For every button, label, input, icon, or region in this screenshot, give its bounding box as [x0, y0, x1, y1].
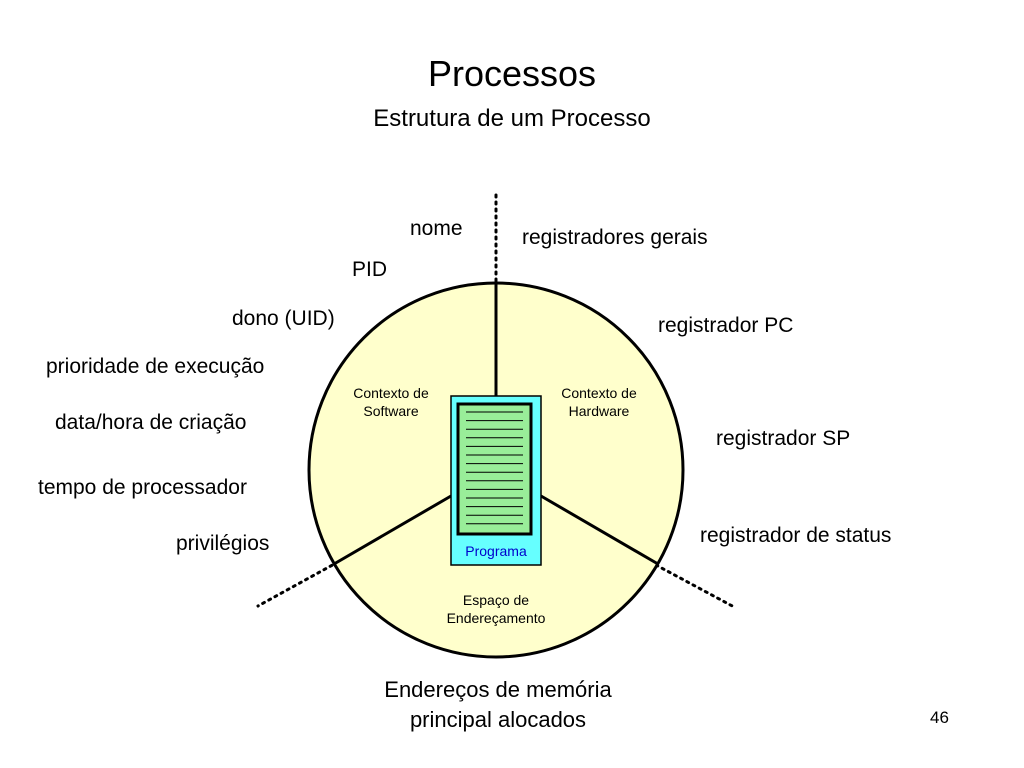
- divider-left: [333, 494, 452, 566]
- attr-registradores-gerais: registradores gerais: [522, 226, 708, 249]
- dotted-separator-left: [256, 560, 340, 608]
- slide-title: Processos: [427, 53, 597, 94]
- dotted-separator-right: [654, 563, 738, 610]
- slide-subtitle: Estrutura de um Processo: [373, 105, 651, 132]
- address-space-attributes: Endereços de memória principal alocados: [384, 677, 612, 732]
- sector-address-space-label: Espaço de Endereçamento: [446, 592, 546, 626]
- attr-prioridade: prioridade de execução: [46, 355, 265, 378]
- attr-registrador-pc: registrador PC: [658, 314, 794, 337]
- program-code-lines: [466, 411, 523, 525]
- divider-right: [540, 494, 659, 566]
- attr-registrador-status: registrador de status: [700, 524, 892, 547]
- attr-nome: nome: [410, 217, 463, 240]
- attr-dono-uid: dono (UID): [232, 307, 335, 330]
- attr-pid: PID: [352, 258, 388, 281]
- program-label: Programa: [465, 543, 527, 559]
- attr-data-hora: data/hora de criação: [55, 411, 247, 434]
- sector-hardware-label: Contexto de Hardware: [561, 385, 637, 419]
- attr-registrador-sp: registrador SP: [716, 427, 851, 450]
- sector-software-label: Contexto de Software: [353, 385, 429, 419]
- attr-tempo-processador: tempo de processador: [38, 476, 247, 499]
- program-code-page: [456, 402, 533, 536]
- page-number: 46: [930, 708, 949, 727]
- attr-privilegios: privilégios: [176, 532, 270, 555]
